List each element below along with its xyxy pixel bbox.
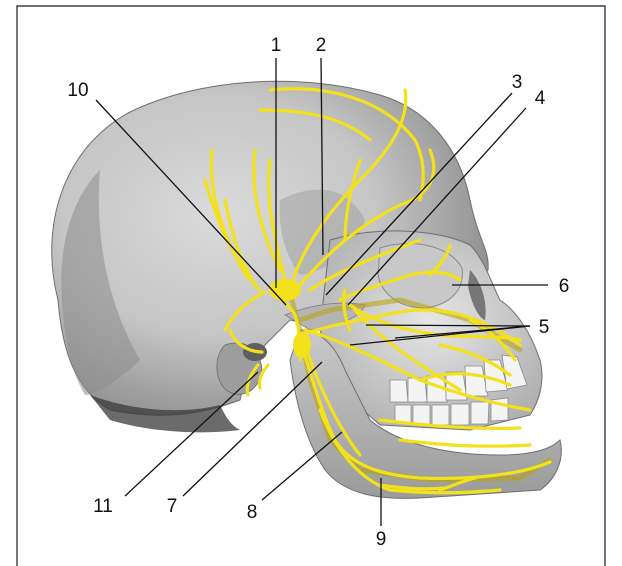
label-3: 3 bbox=[512, 72, 523, 93]
label-6: 6 bbox=[559, 276, 570, 297]
label-10: 10 bbox=[67, 80, 88, 101]
label-9: 9 bbox=[376, 529, 387, 550]
nerve-pes-anserinus bbox=[293, 332, 311, 358]
label-11: 11 bbox=[93, 496, 113, 517]
label-4: 4 bbox=[535, 88, 546, 109]
label-5: 5 bbox=[539, 317, 550, 338]
label-8: 8 bbox=[247, 502, 258, 523]
label-1: 1 bbox=[271, 35, 282, 56]
nerve-ganglion bbox=[269, 279, 301, 301]
skull-illustration bbox=[52, 81, 562, 498]
label-7: 7 bbox=[167, 496, 178, 517]
label-2: 2 bbox=[316, 35, 327, 56]
